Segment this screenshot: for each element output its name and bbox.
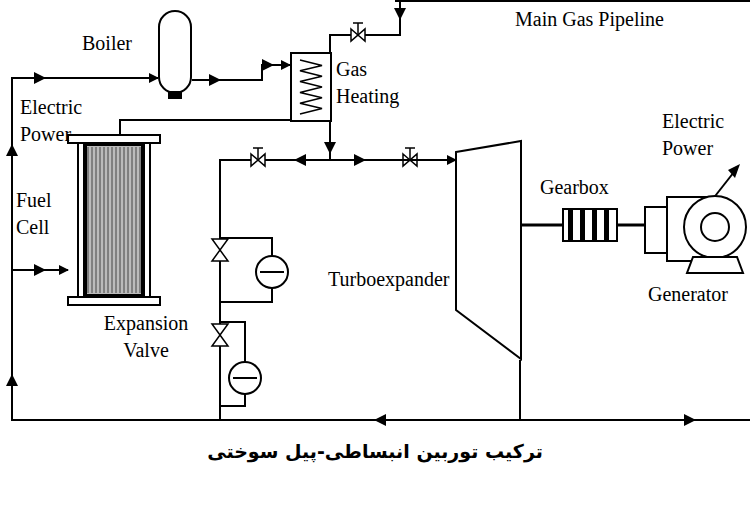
- equipment-label: Generator: [648, 281, 728, 308]
- pipe-connector: [120, 120, 290, 135]
- equipment-node: Gas Heating: [290, 52, 332, 122]
- cell-hatch: [104, 147, 105, 293]
- figure-caption: ترکیب توربین انبساطی-پیل سوختی: [0, 440, 750, 462]
- gas-heater: [290, 52, 332, 122]
- equipment-label: Gas Heating: [336, 56, 418, 110]
- flow-arrow: [684, 414, 696, 426]
- pilot-line: [220, 238, 272, 256]
- pipe-connector: [12, 78, 520, 420]
- shaft-line: [522, 224, 562, 227]
- gear-band: [568, 209, 573, 241]
- cell-hatch: [92, 147, 93, 293]
- cell-hatch: [128, 147, 129, 293]
- valve-stem: [409, 148, 411, 160]
- cell-hatch: [108, 147, 109, 293]
- cell-hatch: [124, 147, 125, 293]
- shaft-line: [618, 224, 645, 227]
- flow-arrow: [294, 154, 306, 166]
- valve-stem: [353, 22, 363, 24]
- pilot-line: [220, 394, 245, 406]
- cell-hatch: [112, 147, 113, 293]
- equipment-label: Boiler: [82, 30, 132, 57]
- valve-stem: [405, 147, 415, 149]
- fuel-cell-stack: [68, 135, 160, 305]
- pipeline-line: [395, 0, 750, 2]
- equipment-node: Generator: [645, 185, 748, 275]
- generator-foot: [687, 257, 743, 273]
- cell-hatch: [120, 147, 121, 293]
- regulator-symbol: [229, 362, 261, 394]
- equipment-node: Fuel Cell: [68, 135, 160, 305]
- side-bar: [78, 143, 84, 297]
- diagram-label: Main Gas Pipeline: [515, 6, 664, 33]
- gearbox-block: [562, 208, 618, 242]
- equipment-node: Boiler: [158, 10, 192, 100]
- pipe-connector: [330, 122, 456, 160]
- boiler-vessel: [158, 10, 192, 100]
- main-pipe: [330, 0, 400, 52]
- arrow-head: [728, 164, 740, 178]
- heater-outline: [291, 53, 331, 121]
- generator-flange: [645, 207, 667, 253]
- equipment-label: Gearbox: [540, 174, 609, 201]
- cell-hatch: [96, 147, 97, 293]
- gearbox-outline: [563, 209, 617, 241]
- cell-hatch: [132, 147, 133, 293]
- bypass-pipe: [220, 160, 330, 420]
- expansion-valve: [212, 239, 228, 261]
- end-plate: [68, 297, 160, 305]
- pipe-connector: [192, 65, 290, 80]
- end-plate: [68, 135, 160, 143]
- cell-core: [86, 145, 142, 295]
- diagram-label: Electric Power: [662, 108, 742, 162]
- decorations: [6, 8, 696, 426]
- regulator-symbol: [233, 377, 257, 379]
- generator-shaft: [701, 213, 729, 241]
- gear-band: [580, 209, 585, 241]
- equipment-node: Turboexpander: [455, 140, 522, 360]
- expansion-valve: [212, 324, 228, 346]
- cell-hatch: [140, 147, 141, 293]
- valve-stem: [257, 148, 259, 160]
- turboexpander-shape: [455, 140, 522, 360]
- regulator-symbol: [260, 271, 284, 273]
- generator-shape: [645, 185, 748, 275]
- equipment-label: Turboexpander: [328, 266, 449, 293]
- boiler-base: [169, 92, 181, 98]
- side-bar: [144, 143, 150, 297]
- diagram-label: Expansion Valve: [94, 310, 198, 364]
- cell-hatch: [100, 147, 101, 293]
- outlet-pipe: [520, 419, 750, 421]
- generator-housing: [684, 196, 746, 258]
- valve-stem: [357, 23, 359, 35]
- flow-arrow: [394, 8, 406, 20]
- cell-hatch: [116, 147, 117, 293]
- equipment-label: Fuel Cell: [16, 187, 64, 241]
- cell-hatch: [136, 147, 137, 293]
- pilot-line: [220, 288, 272, 302]
- regulator-symbol: [256, 256, 288, 288]
- boiler-outline: [159, 11, 191, 93]
- heater-coil: [300, 60, 322, 114]
- gear-band: [604, 209, 609, 241]
- valve-stem: [253, 147, 263, 149]
- equipment-node: Gearbox: [562, 208, 618, 242]
- turbo-outline: [456, 141, 521, 359]
- cell-hatch: [88, 147, 89, 293]
- diagram-label: Electric Power: [20, 94, 100, 148]
- gear-band: [592, 209, 597, 241]
